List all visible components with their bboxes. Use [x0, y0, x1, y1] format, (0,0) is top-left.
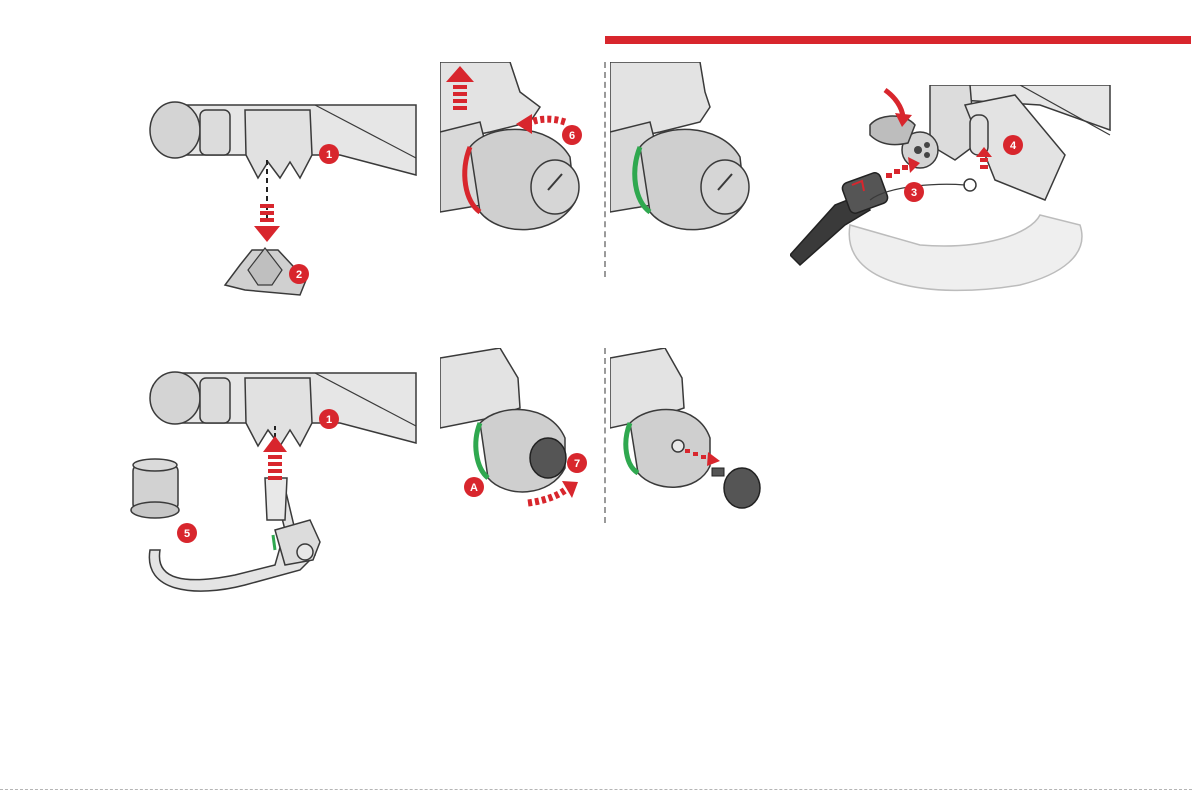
knob-locked-illustration — [610, 62, 760, 237]
step-badge-a: A — [463, 476, 485, 498]
page-bottom-rule — [0, 789, 1192, 790]
step-badge-5-label: 5 — [184, 528, 190, 540]
step-badge-2-label: 2 — [296, 269, 302, 281]
step-badge-1-label: 1 — [326, 149, 332, 161]
panel-towball-insertion — [125, 370, 420, 595]
knob-unlock-illustration — [440, 62, 590, 237]
step-badge-7-label: 7 — [574, 458, 580, 470]
step-badge-1b-label: 1 — [326, 414, 332, 426]
step-badge-6: 6 — [561, 124, 583, 146]
panel-knob-unlock — [440, 62, 590, 237]
step-badge-3-label: 3 — [911, 187, 917, 199]
step-badge-5: 5 — [176, 522, 198, 544]
step-badge-3: 3 — [903, 181, 925, 203]
panel-key-removed — [610, 348, 770, 518]
arrow-up-icon — [263, 436, 287, 480]
towball-insertion-illustration — [125, 370, 420, 595]
step-badge-7: 7 — [566, 452, 588, 474]
key-removed-illustration — [610, 348, 770, 518]
electrical-connection-illustration — [790, 85, 1120, 300]
step-badge-1b: 1 — [318, 408, 340, 430]
cover-removal-illustration — [140, 100, 420, 320]
panel-divider — [604, 62, 606, 277]
panel-knob-locked — [610, 62, 760, 237]
step-badge-4-label: 4 — [1010, 140, 1017, 152]
panel-cover-removal — [140, 100, 420, 320]
panel-electrical-connection — [790, 85, 1120, 300]
panel-divider — [604, 348, 606, 523]
step-badge-4: 4 — [1002, 134, 1024, 156]
section-header-bar — [605, 36, 1191, 44]
step-badge-6-label: 6 — [569, 130, 575, 142]
step-badge-2: 2 — [288, 263, 310, 285]
step-badge-1: 1 — [318, 143, 340, 165]
step-badge-a-label: A — [470, 482, 478, 494]
